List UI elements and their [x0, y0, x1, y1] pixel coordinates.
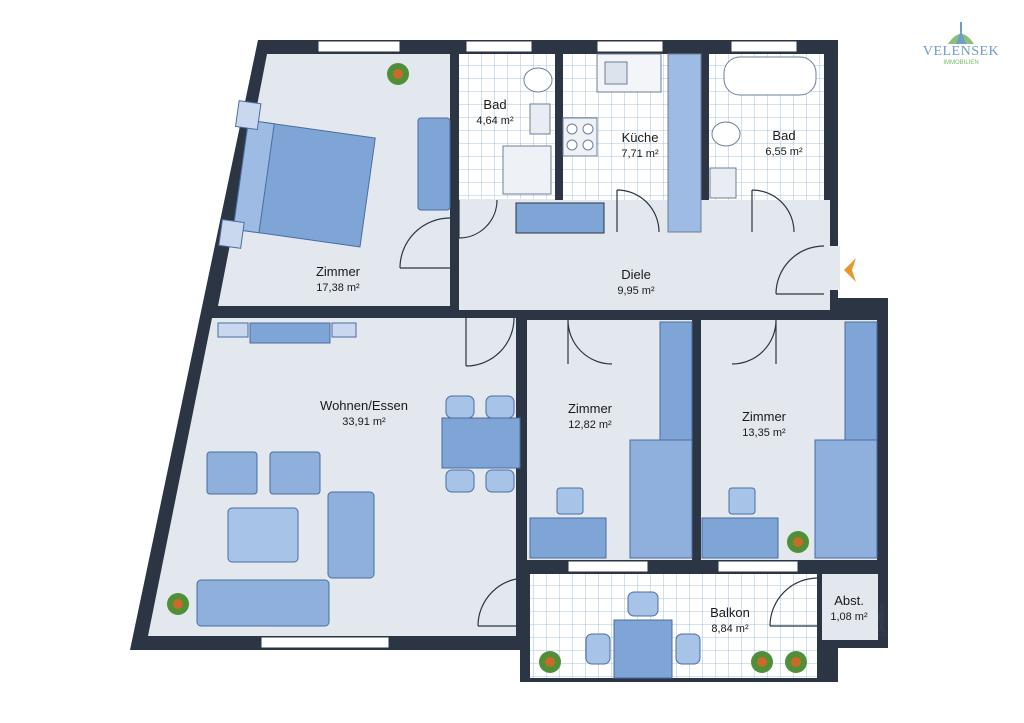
kitchen-fixtures	[515, 53, 702, 234]
room-area: 8,84 m²	[711, 623, 749, 635]
room-label-wohnen: Wohnen/Essen 33,91 m²	[320, 398, 408, 428]
room-area: 17,38 m²	[316, 282, 360, 294]
room-label-zimmer3: Zimmer 13,35 m²	[742, 409, 787, 439]
room-name: Abst.	[834, 593, 864, 608]
room-area: 12,82 m²	[568, 419, 612, 431]
watermark: [ ]eofffice	[877, 603, 886, 636]
abst-floor	[822, 574, 878, 640]
room-area: 4,64 m²	[476, 115, 514, 127]
room-name: Zimmer	[742, 409, 787, 424]
room-area: 6,55 m²	[765, 146, 803, 158]
room-name: Zimmer	[568, 401, 613, 416]
entrance-gap	[824, 246, 840, 290]
zimmer3-furniture	[701, 321, 878, 559]
room-label-abst: Abst. 1,08 m²	[830, 593, 868, 623]
room-area: 33,91 m²	[342, 416, 386, 428]
living-furniture	[196, 322, 521, 627]
double-bed	[218, 100, 376, 249]
windows	[260, 40, 799, 649]
entrance-arrow-icon	[844, 258, 856, 282]
diele-floor-top	[459, 240, 830, 310]
room-label-diele: Diele 9,95 m²	[617, 267, 655, 297]
logo-tagline: IMMOBILIEN	[943, 60, 979, 66]
bad1-fixtures	[502, 67, 553, 195]
room-area: 13,35 m²	[742, 427, 786, 439]
logo-name: VELENSEK	[922, 44, 1000, 59]
room-label-zimmer2: Zimmer 12,82 m²	[568, 401, 613, 431]
zimmer2-furniture	[529, 321, 693, 559]
room-name: Küche	[622, 130, 659, 145]
room-name: Wohnen/Essen	[320, 398, 408, 413]
room-label-bad2: Bad 6,55 m²	[765, 128, 803, 158]
room-area: 9,95 m²	[617, 285, 655, 297]
door-swings	[399, 189, 825, 627]
room-name: Zimmer	[316, 264, 361, 279]
room-area: 1,08 m²	[830, 611, 868, 623]
room-label-zimmer1: Zimmer 17,38 m²	[316, 264, 361, 294]
company-logo: VELENSEK IMMOBILIEN	[918, 18, 1004, 78]
room-name: Balkon	[710, 605, 750, 620]
wardrobe	[417, 117, 451, 211]
room-name: Bad	[483, 97, 506, 112]
room-label-bad1: Bad 4,64 m²	[476, 97, 514, 127]
plant-icons	[167, 63, 809, 673]
logo-house-icon	[948, 22, 974, 44]
room-name: Diele	[621, 267, 651, 282]
room-label-kueche: Küche 7,71 m²	[621, 130, 659, 160]
room-label-balkon: Balkon 8,84 m²	[710, 605, 750, 635]
room-area: 7,71 m²	[621, 148, 659, 160]
bad2-fixtures	[709, 56, 817, 199]
room-name: Bad	[772, 128, 795, 143]
balkon-furniture	[585, 591, 701, 679]
